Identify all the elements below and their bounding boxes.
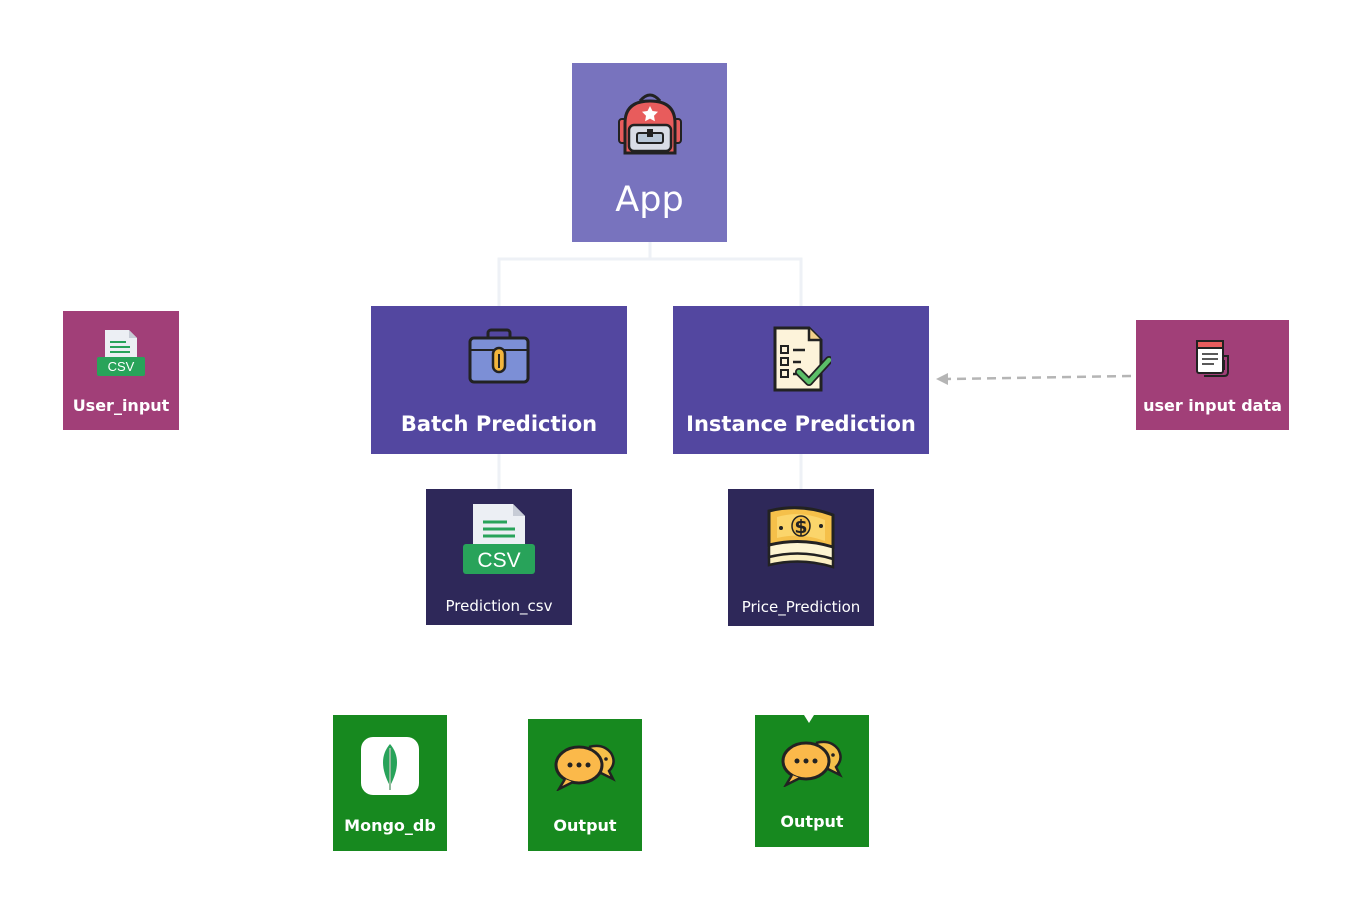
mongodb-leaf-icon — [361, 737, 419, 795]
money-bill-icon: $ — [767, 506, 835, 569]
output-node[interactable]: Output — [755, 715, 869, 847]
arrow-head-icon — [936, 373, 948, 385]
prediction-csv-badge: CSV — [477, 549, 520, 572]
price-prediction-node[interactable]: $ Price_Prediction — [728, 489, 874, 626]
user-input-node[interactable]: CSV User_input — [63, 311, 179, 430]
arrow-user-input-data-to-instance — [946, 374, 1132, 381]
user-input-data-label: user input data — [1143, 396, 1282, 415]
user-input-badge: CSV — [108, 359, 135, 374]
chat-bubbles-icon — [554, 744, 616, 791]
price-prediction-label: Price_Prediction — [741, 598, 861, 616]
instance-prediction-label: Instance Prediction — [686, 412, 916, 436]
backpack-icon — [617, 93, 682, 155]
output-label: Output — [553, 816, 617, 835]
svg-text:$: $ — [794, 516, 807, 538]
prediction-csv-node[interactable]: CSV Prediction_csv — [426, 489, 572, 625]
mongo-db-label: Mongo_db — [344, 816, 436, 835]
user-input-label: User_input — [72, 396, 170, 415]
user-input-data-node[interactable]: user input data — [1136, 320, 1289, 430]
batch-prediction-label: Batch Prediction — [400, 412, 598, 436]
checklist-icon — [773, 326, 831, 392]
output-node[interactable]: Output — [528, 719, 642, 851]
connector-app-to-predictions — [497, 242, 803, 306]
output-label: Output — [780, 812, 844, 831]
app-node[interactable]: App — [572, 63, 727, 242]
app-label: App — [615, 180, 684, 220]
briefcase-icon — [468, 328, 530, 384]
csv-file-icon: CSV — [97, 330, 145, 376]
chat-bubbles-icon — [781, 740, 843, 787]
prediction-csv-label: Prediction_csv — [445, 597, 553, 615]
instance-prediction-node[interactable]: Instance Prediction — [673, 306, 929, 454]
batch-prediction-node[interactable]: Batch Prediction — [371, 306, 627, 454]
mongo-db-node[interactable]: Mongo_db — [333, 715, 447, 851]
csv-file-icon: CSV — [463, 504, 535, 574]
form-document-icon — [1195, 340, 1229, 377]
notch — [804, 715, 814, 723]
